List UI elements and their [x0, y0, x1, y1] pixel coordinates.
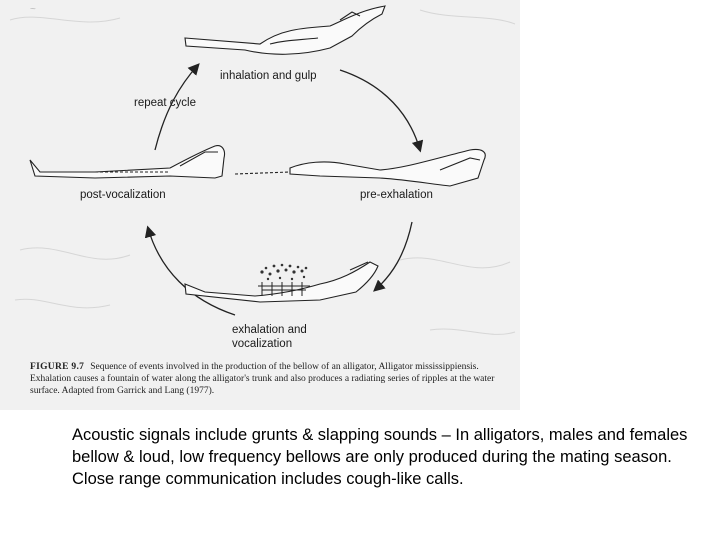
- figure-number: FIGURE 9.7: [30, 362, 85, 372]
- alligator-inhalation: [184, 5, 386, 55]
- label-exhalation: exhalation and vocalization: [232, 324, 307, 350]
- arrow-pre-to-exhale: [373, 221, 413, 292]
- label-inhalation: inhalation and gulp: [220, 70, 317, 82]
- water-ripples: [258, 282, 310, 296]
- slide-body-text: Acoustic signals include grunts & slappi…: [72, 424, 692, 490]
- arrow-repeat-cycle: [154, 63, 200, 151]
- label-repeat-cycle: repeat cycle: [134, 97, 197, 109]
- arrow-exhale-to-post: [144, 225, 236, 316]
- label-pre-exhalation: pre-exhalation: [360, 189, 433, 201]
- alligator-exhalation: [184, 261, 379, 303]
- body-paragraph-1: Acoustic signals include grunts & slappi…: [72, 426, 688, 466]
- alligator-post-vocalization: [29, 145, 226, 179]
- label-post-vocalization: post-vocalization: [80, 189, 166, 201]
- alligator-bellow-cycle-diagram: [9, 5, 516, 335]
- alligator-pre-exhalation: [234, 148, 486, 187]
- background-bleed-through: [9, 9, 516, 335]
- bleed-through-mark: ~: [30, 4, 36, 15]
- scanned-figure: ~ inhalation and gulp repeat cycle post-…: [0, 0, 520, 410]
- water-fountain: [260, 263, 308, 281]
- body-paragraph-2: Close range communication includes cough…: [72, 470, 464, 488]
- figure-caption-text: Sequence of events involved in the produ…: [30, 362, 495, 396]
- arrow-inhale-to-pre: [339, 69, 424, 153]
